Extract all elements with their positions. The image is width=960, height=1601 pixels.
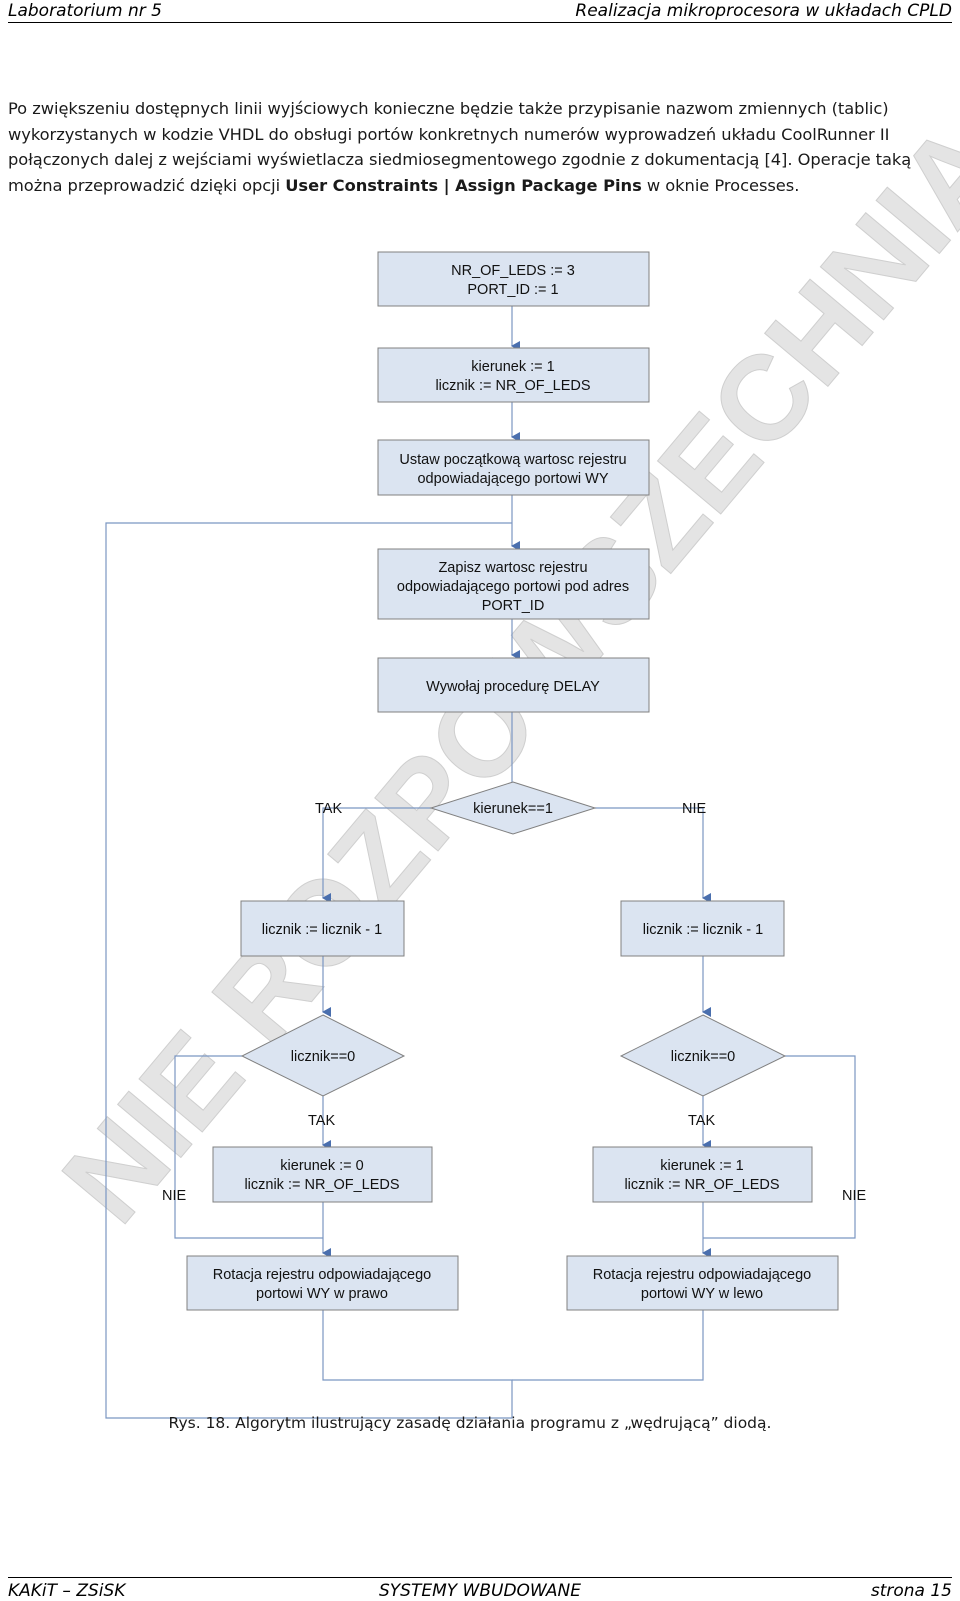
diamond-counter-right-text: licznik==0: [671, 1049, 735, 1065]
label-nie-right: NIE: [842, 1188, 867, 1204]
box-reset-left-line2: licznik := NR_OF_LEDS: [244, 1177, 399, 1193]
box-set-initial-register: Ustaw początkową wartosc rejestru odpowi…: [377, 439, 650, 496]
box-decrement-left: licznik := licznik - 1: [240, 900, 405, 957]
box-rotate-left-line2: portowi WY w lewo: [641, 1286, 763, 1302]
box-init-variables-line1: kierunek := 1: [471, 359, 554, 375]
label-nie-left: NIE: [162, 1188, 187, 1204]
box-init-constants: NR_OF_LEDS := 3 PORT_ID := 1: [377, 251, 650, 307]
box-write-register-line1: Zapisz wartosc rejestru: [438, 560, 587, 576]
flow-connectors: [105, 306, 856, 1419]
footer-course: SYSTEMY WBUDOWANE: [379, 1581, 581, 1601]
box-set-initial-register-line2: odpowiadającego portowi WY: [417, 471, 608, 487]
box-decrement-right: licznik := licznik - 1: [620, 900, 785, 957]
box-write-register: Zapisz wartosc rejestru odpowiadającego …: [377, 548, 650, 620]
box-decrement-left-text: licznik := licznik - 1: [262, 922, 382, 938]
box-init-variables: kierunek := 1 licznik := NR_OF_LEDS: [377, 347, 650, 403]
footer-page-number: strona 15: [870, 1581, 952, 1601]
intro-text-2: w oknie Processes.: [641, 175, 800, 195]
box-init-variables-line2: licznik := NR_OF_LEDS: [435, 378, 590, 394]
box-init-constants-line1: NR_OF_LEDS := 3: [451, 263, 575, 279]
box-reset-right: kierunek := 1 licznik := NR_OF_LEDS: [592, 1146, 813, 1203]
box-reset-right-line1: kierunek := 1: [660, 1158, 743, 1174]
box-decrement-right-text: licznik := licznik - 1: [643, 922, 763, 938]
box-init-constants-line2: PORT_ID := 1: [467, 282, 558, 298]
page-footer: KAKiT – ZSiSK SYSTEMY WBUDOWANE strona 1…: [8, 1577, 952, 1601]
box-call-delay-text: Wywołaj procedurę DELAY: [426, 679, 600, 695]
box-set-initial-register-line1: Ustaw początkową wartosc rejestru: [399, 452, 626, 468]
header-lab-title: Laboratorium nr 5: [8, 1, 162, 21]
box-write-register-line3: PORT_ID: [482, 598, 545, 614]
diamond-counter-right: licznik==0: [619, 1014, 787, 1097]
diamond-direction: kierunek==1: [429, 781, 597, 835]
intro-menu-path: User Constraints | Assign Package Pins: [285, 175, 642, 195]
intro-text-1: Po zwiększeniu dostępnych linii wyjściow…: [8, 99, 912, 195]
label-tak-direction: TAK: [315, 801, 342, 817]
box-rotate-right-line2: portowi WY w prawo: [256, 1286, 388, 1302]
box-rotate-right: Rotacja rejestru odpowiadającego portowi…: [186, 1255, 459, 1311]
page-header: Laboratorium nr 5 Realizacja mikroproces…: [8, 0, 952, 23]
label-tak-left: TAK: [308, 1113, 335, 1129]
box-rotate-right-line1: Rotacja rejestru odpowiadającego: [213, 1267, 431, 1283]
watermark: NIE ROZPOWSZECHNIAC: [37, 32, 960, 1247]
box-rotate-left: Rotacja rejestru odpowiadającego portowi…: [566, 1255, 839, 1311]
box-call-delay: Wywołaj procedurę DELAY: [377, 657, 650, 713]
box-rotate-left-line1: Rotacja rejestru odpowiadającego: [593, 1267, 811, 1283]
label-tak-right: TAK: [688, 1113, 715, 1129]
box-reset-left-line1: kierunek := 0: [280, 1158, 363, 1174]
box-write-register-line2: odpowiadającego portowi pod adres: [397, 579, 629, 595]
label-nie-direction: NIE: [682, 801, 707, 817]
box-reset-right-line2: licznik := NR_OF_LEDS: [624, 1177, 779, 1193]
diamond-counter-left-text: licznik==0: [291, 1049, 355, 1065]
header-topic-title: Realizacja mikroprocesora w układach CPL…: [575, 1, 952, 21]
box-reset-left: kierunek := 0 licznik := NR_OF_LEDS: [212, 1146, 433, 1203]
intro-paragraph: Po zwiększeniu dostępnych linii wyjściow…: [8, 96, 948, 198]
diamond-direction-text: kierunek==1: [473, 801, 553, 817]
diamond-counter-left: licznik==0: [240, 1014, 406, 1097]
figure-caption: Rys. 18. Algorytm ilustrujący zasadę dzi…: [168, 1414, 772, 1432]
footer-department: KAKiT – ZSiSK: [8, 1581, 126, 1601]
